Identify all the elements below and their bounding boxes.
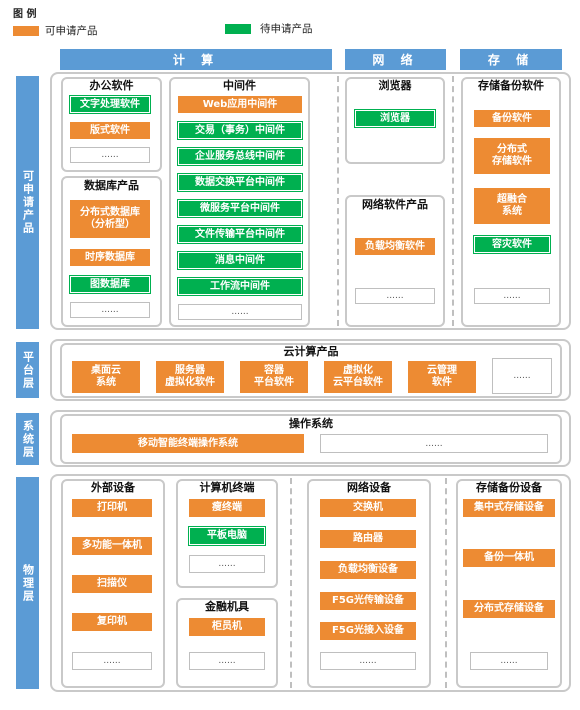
middleware-item-file-transfer: 文件传输平台中间件 xyxy=(177,225,303,244)
office-item-layout-software: 版式软件 xyxy=(70,122,150,139)
divider-physical-compute-network xyxy=(290,478,292,688)
storage-devices-title: 存储备份设备 xyxy=(476,481,542,494)
peripheral-item-scanner: 扫描仪 xyxy=(72,575,152,593)
middleware-item-transaction: 交易（事务）中间件 xyxy=(177,121,303,140)
peripherals-title: 外部设备 xyxy=(91,481,135,494)
peripheral-item-printer: 打印机 xyxy=(72,499,152,517)
middleware-item-workflow: 工作流中间件 xyxy=(177,277,303,296)
storage-device-item-more: ...... xyxy=(470,652,548,670)
database-title: 数据库产品 xyxy=(84,179,139,192)
layer-label-physical: 物理层 xyxy=(16,477,39,689)
cloud-computing-title: 云计算产品 xyxy=(283,345,339,358)
cloud-item-server-virtualization: 服务器 虚拟化软件 xyxy=(156,361,224,393)
browser-title: 浏览器 xyxy=(378,79,412,92)
financial-group xyxy=(176,598,278,688)
operating-system-title: 操作系统 xyxy=(289,417,333,430)
peripheral-item-more: ...... xyxy=(72,652,152,670)
storage-software-item-disaster-recovery: 容灾软件 xyxy=(473,235,551,254)
middleware-item-esb: 企业服务总线中间件 xyxy=(177,147,303,166)
legend-swatch-applicable xyxy=(13,26,39,36)
office-item-more: ...... xyxy=(70,147,150,163)
network-device-item-load-balancer: 负载均衡设备 xyxy=(320,561,416,579)
middleware-title: 中间件 xyxy=(223,79,256,92)
divider-compute-network xyxy=(337,76,339,326)
middleware-item-message: 消息中间件 xyxy=(177,251,303,270)
office-software-title: 办公软件 xyxy=(89,79,134,92)
storage-device-item-centralized: 集中式存储设备 xyxy=(463,499,555,517)
cloud-item-more: ...... xyxy=(492,358,552,394)
column-header-storage: 存 储 xyxy=(460,49,562,70)
legend-title: 图 例 xyxy=(13,9,37,20)
financial-item-teller-machine: 柜员机 xyxy=(189,618,265,636)
network-devices-title: 网络设备 xyxy=(347,481,391,494)
storage-software-title: 存储备份软件 xyxy=(478,79,544,92)
storage-software-item-distributed: 分布式 存储软件 xyxy=(474,138,550,174)
terminal-item-thin-client: 瘦终端 xyxy=(189,499,265,517)
financial-title: 金融机具 xyxy=(205,600,249,613)
divider-network-storage xyxy=(452,76,454,326)
middleware-item-data-exchange: 数据交换平台中间件 xyxy=(177,173,303,192)
storage-software-item-hyperconverged: 超融合 系统 xyxy=(474,188,550,224)
os-item-mobile-terminal: 移动智能终端操作系统 xyxy=(72,434,304,453)
network-device-item-more: ...... xyxy=(320,652,416,670)
storage-software-item-more: ...... xyxy=(474,288,550,304)
layer-label-platform: 平台层 xyxy=(16,342,39,398)
network-device-item-switch: 交换机 xyxy=(320,499,416,517)
cloud-item-cloud-management: 云管理 软件 xyxy=(408,361,476,393)
network-software-item-more: ...... xyxy=(355,288,435,304)
cloud-computing-group xyxy=(60,343,562,398)
storage-device-item-distributed: 分布式存储设备 xyxy=(463,600,555,618)
database-item-more: ...... xyxy=(70,302,150,318)
browser-item: 浏览器 xyxy=(354,109,436,128)
middleware-item-microservice: 微服务平台中间件 xyxy=(177,199,303,218)
network-software-title: 网络软件产品 xyxy=(362,198,428,211)
database-item-graph: 图数据库 xyxy=(69,275,151,294)
legend-swatch-pending xyxy=(225,24,251,34)
peripheral-item-copier: 复印机 xyxy=(72,613,152,631)
storage-software-item-backup: 备份软件 xyxy=(474,110,550,127)
cloud-item-desktop-cloud: 桌面云 系统 xyxy=(72,361,140,393)
column-header-network: 网 络 xyxy=(345,49,446,70)
terminal-item-tablet: 平板电脑 xyxy=(188,526,266,546)
network-device-item-f5g-transport: F5G光传输设备 xyxy=(320,592,416,610)
network-device-item-router: 路由器 xyxy=(320,530,416,548)
network-software-group xyxy=(345,195,445,327)
cloud-item-container-platform: 容器 平台软件 xyxy=(240,361,308,393)
financial-item-more: ...... xyxy=(189,652,265,670)
layer-label-system: 系统层 xyxy=(16,413,39,465)
divider-physical-network-storage xyxy=(445,478,447,688)
storage-device-item-backup-appliance: 备份一体机 xyxy=(463,549,555,567)
layer-label-apply: 可申请产品 xyxy=(16,76,39,329)
os-item-more: ...... xyxy=(320,434,548,453)
database-item-distributed: 分布式数据库 （分析型） xyxy=(70,200,150,238)
legend-label-applicable: 可申请产品 xyxy=(45,25,98,37)
legend-label-pending: 待申请产品 xyxy=(260,23,313,35)
terminals-title: 计算机终端 xyxy=(199,481,255,494)
terminal-item-more: ...... xyxy=(189,555,265,573)
network-software-item-load-balancer: 负载均衡软件 xyxy=(355,238,435,255)
middleware-item-more: ...... xyxy=(178,304,302,320)
middleware-item-web-app: Web应用中间件 xyxy=(178,96,302,113)
network-device-item-f5g-access: F5G光接入设备 xyxy=(320,622,416,640)
peripheral-item-multifunction: 多功能一体机 xyxy=(72,537,152,555)
office-item-word-processing: 文字处理软件 xyxy=(69,95,151,114)
cloud-item-virtualization-cloud: 虚拟化 云平台软件 xyxy=(324,361,392,393)
column-header-compute: 计 算 xyxy=(60,49,332,70)
database-item-timeseries: 时序数据库 xyxy=(70,249,150,266)
